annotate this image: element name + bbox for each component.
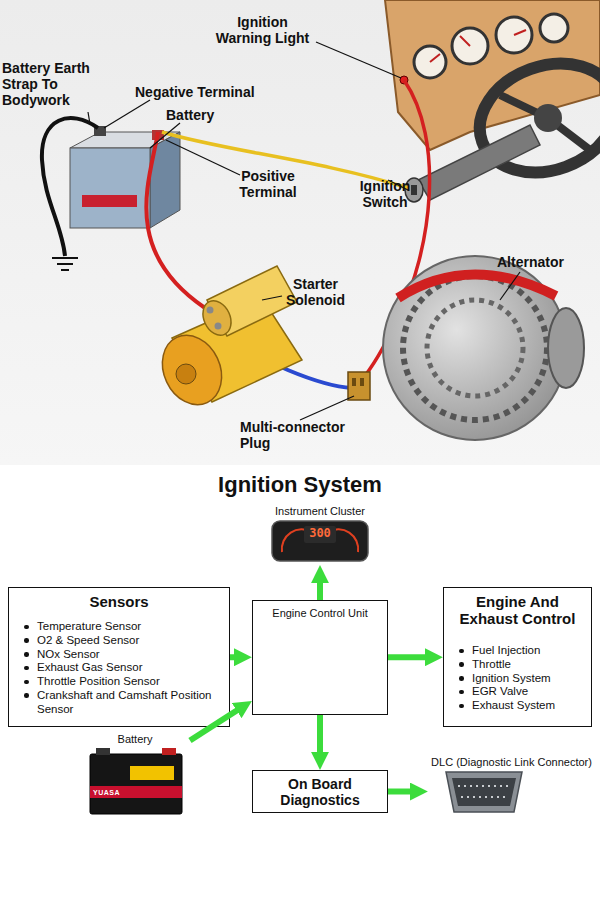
part-label: Ignition Switch <box>350 178 420 210</box>
gauge <box>496 17 532 53</box>
alternator-vents <box>427 300 523 396</box>
list-item: Throttle Position Sensor <box>9 675 229 689</box>
alternator-vents <box>403 276 547 420</box>
list-item: Throttle <box>444 658 591 672</box>
part-label: Ignition Warning Light <box>210 14 315 46</box>
alternator-pulley <box>548 308 584 388</box>
dlc-node: DLC (Diagnostic Link Connector) <box>428 756 595 827</box>
battery-post <box>96 748 110 755</box>
part-label: YUASA <box>93 789 133 797</box>
signal-arrow <box>317 577 323 600</box>
ecu-box: Engine Control Unit <box>252 600 388 715</box>
battery-stripe <box>82 195 137 207</box>
node-caption: DLC (Diagnostic Link Connector) <box>428 756 595 769</box>
ground-symbol <box>52 257 78 259</box>
signal-arrow <box>230 654 240 660</box>
starter-pinion <box>176 364 196 384</box>
list-item: Crankshaft and Camshaft Position Sensor <box>9 689 229 717</box>
part-label: Starter Solenoid <box>278 276 353 308</box>
diagnostics-box: On Board Diagnostics <box>252 770 388 813</box>
dlc-socket <box>452 778 516 806</box>
signal-arrow <box>388 654 431 660</box>
box-heading: Sensors <box>9 588 229 610</box>
box-heading: Engine And Exhaust Control <box>444 588 591 627</box>
leader-line <box>300 396 354 420</box>
leader-line <box>500 272 520 300</box>
multi-connector-plug <box>348 372 370 400</box>
signal-arrow <box>388 789 416 795</box>
gauge-needle <box>430 54 440 62</box>
dlc-pins <box>461 796 507 798</box>
battery-post <box>162 748 176 755</box>
signal-arrow <box>190 707 242 740</box>
part-label: Alternator <box>497 254 597 270</box>
starter-end-face <box>151 326 232 415</box>
dlc-pins <box>458 785 510 787</box>
battery-node: Battery <box>80 733 190 818</box>
leader-line <box>262 296 282 300</box>
gauge <box>452 28 488 64</box>
gauge-needle <box>514 30 526 35</box>
plug-pin <box>360 378 364 386</box>
gauge <box>414 46 446 78</box>
solenoid-terminal <box>215 323 222 330</box>
battery-band <box>90 786 182 798</box>
illustration-background <box>0 0 600 465</box>
list-item: O2 & Speed Sensor <box>9 634 229 648</box>
battery-front <box>70 148 150 228</box>
earth-strap <box>42 118 98 256</box>
instrument-cluster: Instrument Cluster 300 <box>255 505 385 565</box>
node-caption: Instrument Cluster <box>255 505 385 518</box>
node-caption: Engine Control Unit <box>253 607 387 620</box>
ground-symbol <box>61 269 69 271</box>
display-digits: 300 <box>255 527 385 540</box>
part-label: Battery <box>166 107 246 123</box>
part-label: Positive Terminal <box>228 168 308 200</box>
leader-line <box>88 112 90 124</box>
box-label: On Board Diagnostics <box>253 776 387 808</box>
battery-image <box>90 754 182 814</box>
battery-cable <box>146 132 205 308</box>
signal-arrow <box>317 715 323 758</box>
part-label: Battery Earth Strap To Bodywork <box>2 60 106 108</box>
list-item: EGR Valve <box>444 685 591 699</box>
leader-line <box>166 140 240 175</box>
list-item: NOx Sensor <box>9 648 229 662</box>
part-label: Multi-connector Plug <box>240 419 370 451</box>
gauge <box>540 14 568 42</box>
key-slot <box>411 185 417 195</box>
alternator-band <box>398 274 556 298</box>
leader-line <box>316 42 401 78</box>
list-item: Exhaust Gas Sensor <box>9 661 229 675</box>
solenoid-end <box>198 296 237 340</box>
list-item: Fuel Injection <box>444 644 591 658</box>
node-caption: Battery <box>80 733 190 746</box>
leader-line <box>104 100 150 128</box>
diagram-title: Ignition System <box>0 472 600 498</box>
solenoid-body <box>207 266 297 336</box>
dlc-image <box>446 772 522 812</box>
control-box: Engine And Exhaust ControlFuel Injection… <box>443 587 592 727</box>
solenoid-terminal <box>207 307 214 314</box>
steering-column <box>418 125 540 200</box>
part-label: Negative Terminal <box>135 84 295 100</box>
ground-symbol <box>57 263 73 265</box>
list-item: Exhaust System <box>444 699 591 713</box>
alternator-body <box>383 256 567 440</box>
steering-hub <box>534 104 562 132</box>
plug-pin <box>352 378 356 386</box>
list-item: Ignition System <box>444 672 591 686</box>
gauge-needle <box>460 36 470 46</box>
sensor-box: SensorsTemperature SensorO2 & Speed Sens… <box>8 587 230 727</box>
battery-logo <box>130 766 174 780</box>
list-item: Temperature Sensor <box>9 620 229 634</box>
dashboard-panel <box>385 0 600 150</box>
